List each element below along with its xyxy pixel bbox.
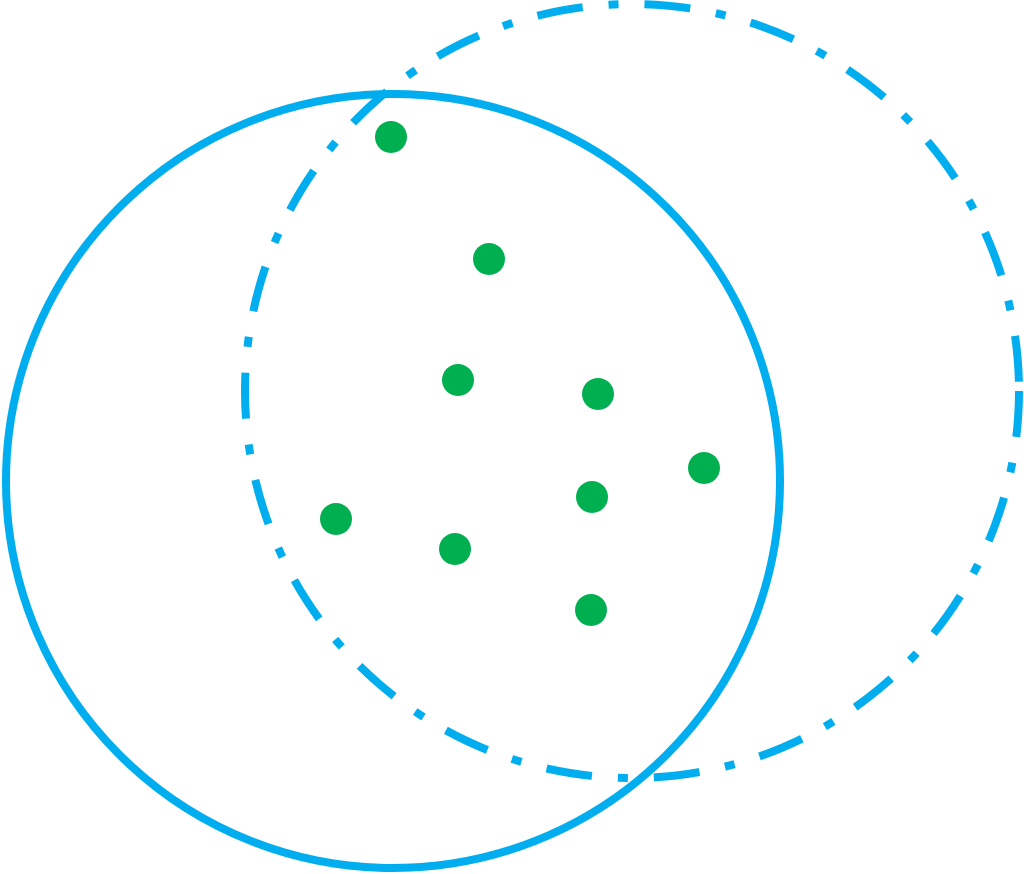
solid-circle bbox=[2, 90, 784, 872]
points-group bbox=[320, 121, 720, 626]
dashdot-circle bbox=[241, 0, 1023, 782]
point bbox=[582, 378, 614, 410]
point bbox=[473, 243, 505, 275]
point bbox=[442, 364, 474, 396]
point bbox=[375, 121, 407, 153]
point bbox=[439, 533, 471, 565]
point bbox=[320, 503, 352, 535]
point bbox=[688, 452, 720, 484]
point bbox=[575, 594, 607, 626]
point bbox=[576, 481, 608, 513]
